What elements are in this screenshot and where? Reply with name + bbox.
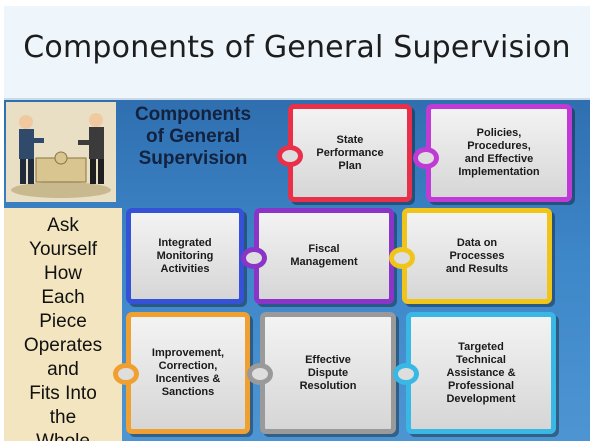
puzzle-piece-dispute-resolution: Effective Dispute Resolution (247, 312, 396, 434)
side-prompt-text: Ask Yourself How Each Piece Operates and… (23, 215, 103, 441)
slide-title: Components of General Supervision (23, 30, 571, 65)
piece-label: Targeted Technical Assistance & Professi… (446, 340, 516, 405)
puzzle-tab (413, 147, 439, 169)
puzzle-tab (393, 363, 419, 385)
puzzle-piece-technical-assistance: Targeted Technical Assistance & Professi… (393, 312, 556, 434)
puzzle-piece-improvement-correction: Improvement, Correction, Incentives & Sa… (113, 312, 250, 434)
piece-label: Data on Processes and Results (445, 236, 509, 275)
people-assembling-puzzle-illustration (6, 102, 116, 202)
piece-label: Integrated Monitoring Activities (156, 236, 214, 275)
diagram-title: Components of General Supervision (134, 104, 252, 169)
piece-label: Improvement, Correction, Incentives & Sa… (151, 347, 225, 398)
puzzle-piece-fiscal-management: Fiscal Management (241, 208, 394, 304)
piece-label: Policies, Procedures, and Effective Impl… (458, 127, 540, 178)
puzzle-tab (247, 363, 273, 385)
piece-label: Fiscal Management (290, 243, 358, 268)
piece-label: State Performance Plan (316, 133, 384, 172)
puzzle-tab (241, 247, 267, 269)
piece-label: Effective Dispute Resolution (299, 353, 357, 392)
puzzle-piece-integrated-monitoring: Integrated Monitoring Activities (126, 208, 244, 304)
puzzle-tab (113, 363, 139, 385)
puzzle-tab (277, 145, 303, 167)
puzzle-piece-state-performance-plan: State Performance Plan (277, 104, 412, 202)
puzzle-piece-policies-procedures: Policies, Procedures, and Effective Impl… (413, 104, 572, 202)
title-band: Components of General Supervision (4, 6, 590, 100)
puzzle-tab (389, 247, 415, 269)
side-panel: Ask Yourself How Each Piece Operates and… (4, 208, 122, 441)
puzzle-diagram: Components of General Supervision Ask Yo… (4, 100, 590, 441)
puzzle-piece-data-processes-results: Data on Processes and Results (389, 208, 552, 304)
